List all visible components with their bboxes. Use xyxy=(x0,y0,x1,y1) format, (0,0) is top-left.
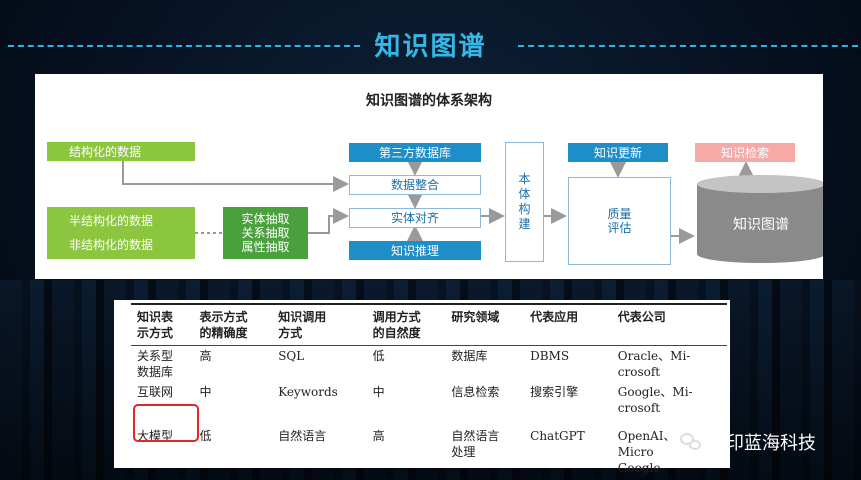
ontology-char: 构 xyxy=(518,202,531,216)
table-cell: 低 xyxy=(199,429,212,443)
entity-extraction-label: 实体抽取 xyxy=(241,212,290,226)
table-cell: ChatGPT xyxy=(530,429,585,443)
extraction-box: 实体抽取 关系抽取 属性抽取 xyxy=(223,207,308,259)
ontology-construction-box: 本 体 构 建 xyxy=(505,142,544,262)
diagram-connectors xyxy=(122,160,823,263)
table-row: 互联网 中 Keywords 中 信息检索 搜索引擎 Google、Mi-cro… xyxy=(131,382,727,418)
title-divider-left xyxy=(8,45,360,47)
table-header: 代表公司 xyxy=(617,310,666,324)
table-cell: 中 xyxy=(372,385,385,399)
watermark: 大印蓝海科技 xyxy=(680,429,816,455)
table-cell: 低 xyxy=(372,349,385,363)
table-cell: 高 xyxy=(199,349,212,363)
ontology-char: 建 xyxy=(518,217,531,231)
entity-alignment-box: 实体对齐 xyxy=(349,208,481,228)
table-header: 表示方式的精确度 xyxy=(199,310,248,340)
architecture-diagram: 知识图谱的体系架构 结构化的数据 半结构化的数据 非结构化的数据 实体抽取 关系… xyxy=(35,74,823,279)
knowledge-graph-cylinder xyxy=(697,175,823,263)
table-cell: 搜索引擎 xyxy=(530,385,579,399)
knowledge-retrieval-box: 知识检索 xyxy=(695,143,795,162)
table-header-row: 知识表示方式 表示方式的精确度 知识调用方式 调用方式的自然度 研究领域 代表应… xyxy=(131,304,727,346)
table-header: 代表应用 xyxy=(530,310,579,324)
table-cell: Google、Mi-crosoft xyxy=(617,385,693,415)
unstructured-label: 非结构化的数据 xyxy=(69,238,154,252)
table-cell: SQL xyxy=(278,349,305,363)
table-cell: 高 xyxy=(372,429,385,443)
wechat-icon xyxy=(680,431,702,453)
table-cell: 大模型 xyxy=(137,429,174,443)
table-header: 知识表示方式 xyxy=(137,310,174,340)
watermark-text: 大印蓝海科技 xyxy=(708,433,816,454)
knowledge-graph-label: 知识图谱 xyxy=(733,217,789,233)
attribute-extraction-label: 属性抽取 xyxy=(241,240,290,254)
comparison-table: 知识表示方式 表示方式的精确度 知识调用方式 调用方式的自然度 研究领域 代表应… xyxy=(131,303,727,478)
relation-extraction-label: 关系抽取 xyxy=(241,226,290,240)
table-cell: Keywords xyxy=(278,385,338,399)
table-cell: 自然语言 xyxy=(278,429,327,443)
title-divider-right xyxy=(518,45,858,47)
table-cell: 互联网 xyxy=(137,385,174,399)
knowledge-update-box: 知识更新 xyxy=(568,143,668,162)
large-model-highlight xyxy=(133,404,199,442)
quality-evaluation-box: 质量 评估 xyxy=(568,177,671,265)
table-cell: 中 xyxy=(199,385,212,399)
table-header: 知识调用方式 xyxy=(278,310,327,340)
knowledge-reasoning-box: 知识推理 xyxy=(349,241,481,260)
table-cell: 关系型数据库 xyxy=(137,349,174,379)
evaluation-label: 评估 xyxy=(607,221,632,235)
semi-structured-label: 半结构化的数据 xyxy=(69,214,154,228)
table-cell: 数据库 xyxy=(451,349,488,363)
table-cell: DBMS xyxy=(530,349,570,363)
table-cell: 信息检索 xyxy=(451,385,500,399)
ontology-char: 体 xyxy=(518,187,531,201)
quality-label: 质量 xyxy=(607,207,632,221)
diagram-title: 知识图谱的体系架构 xyxy=(366,93,492,109)
ontology-char: 本 xyxy=(518,172,531,186)
data-integration-box: 数据整合 xyxy=(349,175,481,195)
comparison-table-panel: 知识表示方式 表示方式的精确度 知识调用方式 调用方式的自然度 研究领域 代表应… xyxy=(114,300,730,475)
page-title: 知识图谱 xyxy=(374,32,487,62)
table-cell: Oracle、Mi-crosoft xyxy=(617,349,691,379)
table-cell: 自然语言处理 xyxy=(451,429,500,459)
table-header: 研究领域 xyxy=(451,310,500,324)
third-party-database-box: 第三方数据库 xyxy=(349,143,481,162)
table-header: 调用方式的自然度 xyxy=(372,310,421,340)
unstructured-data-box: 半结构化的数据 非结构化的数据 xyxy=(47,207,195,259)
table-row: 大模型 低 自然语言 高 自然语言处理 ChatGPT OpenAI、Micro… xyxy=(131,418,727,478)
table-row: 关系型数据库 高 SQL 低 数据库 DBMS Oracle、Mi-crosof… xyxy=(131,346,727,383)
structured-data-box: 结构化的数据 xyxy=(47,142,195,161)
